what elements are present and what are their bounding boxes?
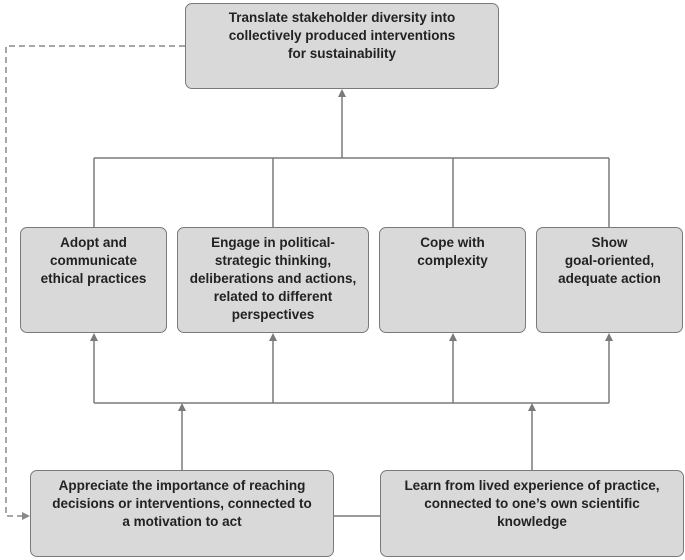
node-goal-oriented-action: Show goal-oriented, adequate action bbox=[536, 227, 683, 333]
node-ethical-practices: Adopt and communicate ethical practices bbox=[20, 227, 167, 333]
node-political-thinking-label: Engage in political- strategic thinking,… bbox=[189, 235, 357, 322]
node-translate-diversity-label: Translate stakeholder diversity into col… bbox=[228, 10, 456, 61]
dashed-feedback-arrow bbox=[5, 45, 185, 520]
node-goal-oriented-action-label: Show goal-oriented, adequate action bbox=[558, 235, 661, 286]
node-translate-diversity: Translate stakeholder diversity into col… bbox=[185, 3, 499, 89]
node-political-thinking: Engage in political- strategic thinking,… bbox=[177, 227, 369, 333]
node-lived-experience-label: Learn from lived experience of practice,… bbox=[404, 478, 660, 529]
node-reaching-decisions-label: Appreciate the importance of reaching de… bbox=[52, 478, 312, 529]
node-reaching-decisions: Appreciate the importance of reaching de… bbox=[30, 470, 334, 557]
node-cope-complexity-label: Cope with complexity bbox=[417, 235, 488, 268]
lower-connector-tree bbox=[90, 333, 613, 517]
node-ethical-practices-label: Adopt and communicate ethical practices bbox=[40, 235, 147, 286]
node-cope-complexity: Cope with complexity bbox=[379, 227, 526, 333]
upper-connector-tree bbox=[93, 89, 610, 227]
node-lived-experience: Learn from lived experience of practice,… bbox=[380, 470, 684, 557]
